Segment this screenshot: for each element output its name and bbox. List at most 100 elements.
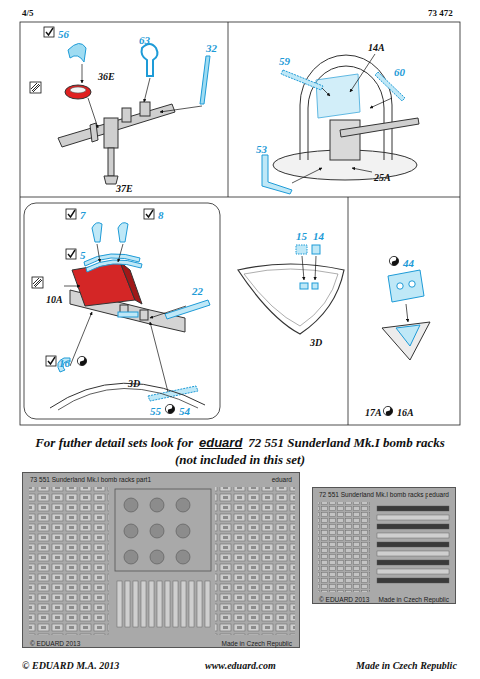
drawing-line (88, 98, 98, 128)
drawing-rect (24, 203, 220, 419)
drawing-path (68, 43, 86, 62)
callout-number: 60 (394, 66, 405, 78)
part-number: 10A (46, 294, 63, 305)
brand-logo: eduard (199, 435, 242, 450)
drawing-rect (296, 245, 307, 254)
drawing-g (115, 489, 211, 627)
drawing-g (292, 54, 392, 183)
drawing-ellipse (70, 87, 86, 93)
drawing-line (160, 106, 202, 112)
callout-number: 15 (296, 230, 307, 242)
drawing-rect (173, 581, 178, 627)
drawing-rect (149, 581, 154, 627)
drawing-path (142, 44, 158, 76)
drawing-circle (176, 550, 190, 564)
drawing-rect (377, 551, 449, 556)
note-line: (not included in this set) (0, 449, 480, 468)
drawing-path (50, 383, 205, 408)
drawing-circle (124, 498, 138, 512)
drawing-use (165, 404, 174, 413)
fret-text: 73 551 Sunderland Mk.I bomb racks part1 (29, 476, 152, 483)
drawing-line (144, 78, 150, 102)
drawing-g (262, 70, 405, 194)
drawing-circle (176, 498, 190, 512)
drawing-path (58, 388, 198, 410)
callout-number: 32 (206, 42, 217, 54)
drawing-path (308, 66, 384, 160)
drawing-use (383, 406, 392, 415)
drawing-line (370, 98, 392, 108)
callout-number: 7 (80, 209, 86, 221)
drawing-g (68, 43, 210, 104)
drawing-rect (197, 581, 202, 627)
drawing-rect (140, 102, 150, 116)
drawing-circle (150, 550, 164, 564)
callout-number: 55 (150, 405, 161, 417)
drawing-path (148, 386, 198, 401)
drawing-path (165, 300, 210, 319)
drawing-g (273, 55, 419, 180)
drawing-rect (20, 22, 460, 425)
drawing-line (97, 244, 100, 262)
part-number: 3D (310, 337, 322, 348)
drawing-path (244, 269, 338, 326)
drawing-g (82, 64, 202, 128)
note-line: For futher detail sets look for eduard 72 … (0, 432, 480, 451)
drawing-rect (117, 581, 122, 627)
drawing-rect (165, 581, 170, 627)
drawing-line (150, 306, 186, 318)
drawing-rect (300, 283, 308, 289)
note-text: For futher detail sets look for (35, 435, 193, 450)
drawing-circle (176, 524, 190, 538)
drawing-g (296, 245, 320, 289)
fret-text: 72 551 Sunderland Mk.I bomb racks part2 (318, 491, 441, 498)
drawing-circle (409, 281, 415, 287)
drawing-path (382, 322, 430, 360)
callout-number: 5 (80, 249, 86, 261)
fret-texture (313, 488, 457, 605)
drawing-path (200, 56, 210, 104)
callout-number: 56 (58, 28, 69, 40)
drawing-line (64, 286, 80, 287)
note-text: 72 551 Sunderland Mk.I bomb racks (248, 435, 444, 450)
drawing-g (388, 270, 424, 302)
drawing-rect (377, 524, 449, 529)
drawing-line (406, 304, 408, 322)
drawing-g (58, 223, 210, 401)
brand-mark: eduard (428, 491, 450, 498)
drawing-use (44, 27, 54, 37)
fret-text: Made in Czech Republic (221, 640, 293, 647)
brand-mark: eduard (271, 476, 293, 483)
photo-etch-fret: 73 551 Sunderland Mk.I bomb racks part1 e… (22, 472, 300, 648)
drawing-path (340, 118, 419, 137)
drawing-rect (122, 108, 131, 122)
drawing-line (82, 64, 83, 83)
callout-number: 16 (59, 357, 70, 369)
drawing-path (86, 260, 142, 272)
drawing-circle (397, 283, 403, 289)
drawing-line (302, 256, 304, 280)
drawing-g (58, 102, 175, 184)
drawing-path (262, 155, 292, 194)
drawing-path (58, 104, 175, 147)
drawing-circle (124, 524, 138, 538)
fret-text: Made in Czech Republic (378, 596, 450, 603)
part-number: 16A (397, 407, 414, 418)
drawing-line (150, 322, 168, 392)
callout-number: 59 (279, 55, 290, 67)
drawing-line (228, 22, 229, 197)
drawing-g (64, 244, 186, 392)
drawing-use (144, 209, 154, 219)
drawing-circle (150, 524, 164, 538)
callout-number: 22 (192, 285, 203, 297)
drawing-line (20, 197, 460, 198)
drawing-g (20, 22, 460, 425)
part-number: 36E (98, 71, 115, 82)
drawing-path (238, 264, 344, 334)
sheet-number: 4/5 (22, 8, 34, 18)
drawing-rect (189, 581, 194, 627)
drawing-rect (115, 489, 211, 571)
drawing-rect (157, 581, 162, 627)
drawing-path (92, 223, 102, 242)
